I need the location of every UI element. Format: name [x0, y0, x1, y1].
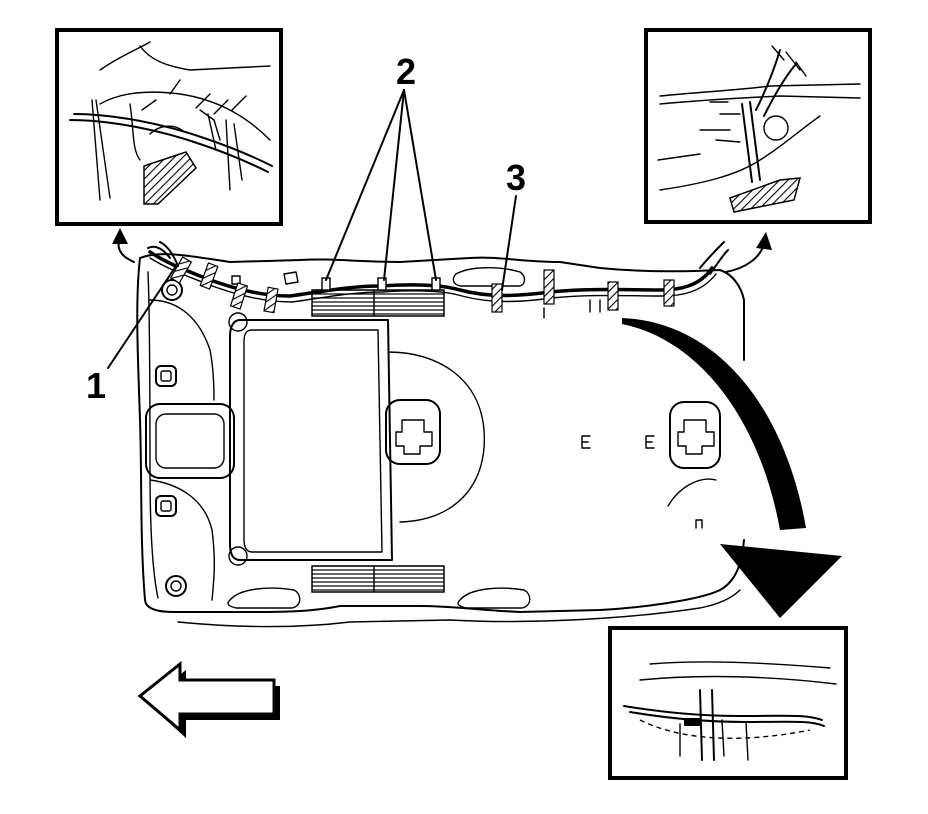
detail-pointer-left — [112, 228, 135, 263]
callout-2: 2 — [396, 51, 416, 92]
detail-pointer-large-arrow — [622, 318, 842, 618]
detail-pointer-right — [725, 232, 772, 273]
overhead-console-area — [385, 351, 486, 523]
sunroof-opening — [228, 312, 393, 566]
headliner-panel — [136, 253, 745, 628]
top-right-detail — [644, 28, 872, 224]
wire-harness — [147, 241, 729, 319]
callout-1: 1 — [86, 365, 106, 406]
callout-leader-3 — [501, 195, 517, 291]
callout-leader-2 — [325, 89, 437, 281]
left-grip-handles — [155, 279, 187, 597]
sound-pads — [311, 289, 445, 593]
front-direction-arrow — [137, 660, 280, 738]
bottom-right-detail — [608, 626, 848, 780]
top-left-detail — [55, 28, 283, 226]
headliner-clips — [581, 435, 655, 449]
callout-leader-1 — [107, 265, 177, 369]
dome-lamp-pocket — [667, 401, 721, 529]
callout-3: 3 — [506, 157, 526, 198]
rear-console — [145, 299, 235, 601]
